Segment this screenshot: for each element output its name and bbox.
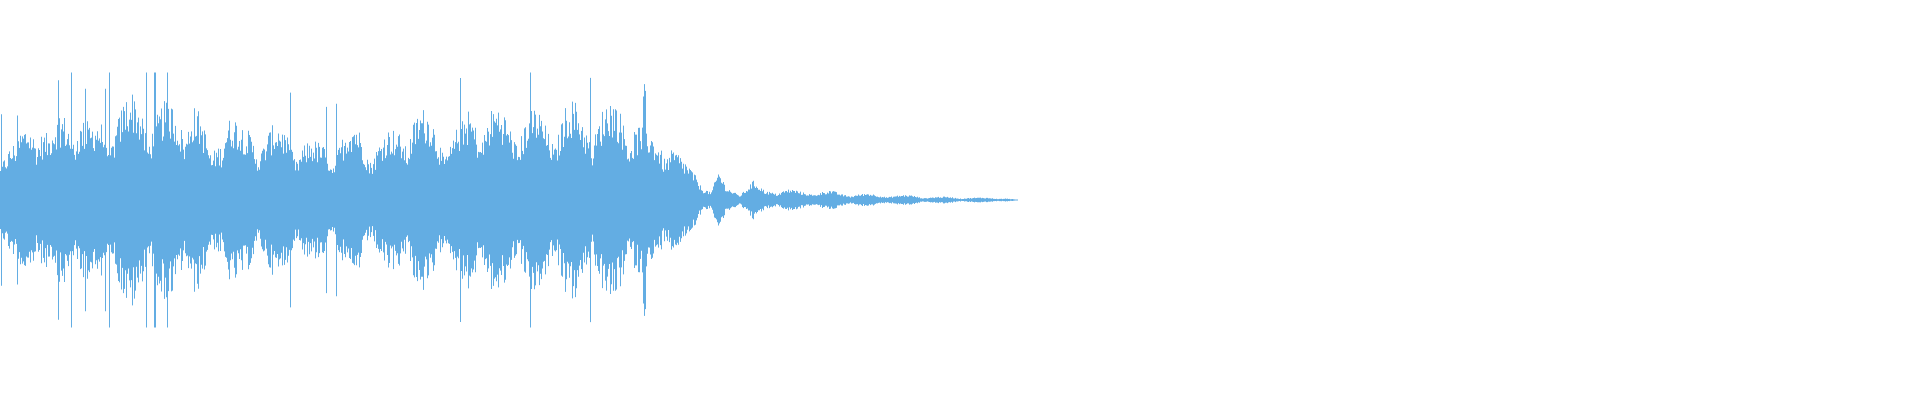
waveform-bars bbox=[0, 72, 1018, 328]
